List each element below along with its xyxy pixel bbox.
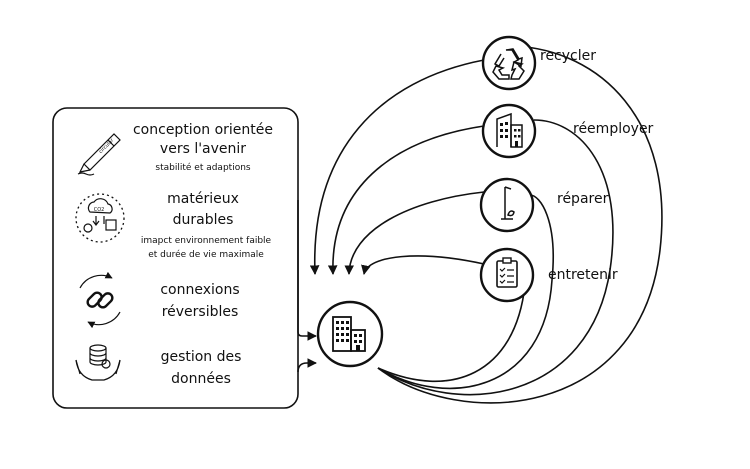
chain-link-icon xyxy=(79,271,121,329)
loop-entretenir-left xyxy=(361,255,485,275)
panel-item-connections-title-2: réversibles xyxy=(162,304,239,320)
panel-to-building-arrow-bottom xyxy=(297,358,317,373)
panel-item-materials-sub-2: et durée de vie maximale xyxy=(148,249,264,260)
loops xyxy=(309,45,663,404)
panel-item-data-title-2: données xyxy=(171,371,231,387)
lamp-icon xyxy=(501,186,515,220)
loop-label-reparer: réparer xyxy=(557,191,609,207)
panel-to-building-arrow-top xyxy=(297,200,317,341)
node-entretenir: entretenir xyxy=(479,247,618,303)
node-reparer: réparer xyxy=(479,177,609,233)
panel-item-connections: connexions réversibles xyxy=(79,271,240,329)
panel-item-design-title-2: vers l'avenir xyxy=(160,141,246,157)
loop-reemployer-left xyxy=(327,125,485,275)
principles-panel: circular conception orientée vers l'aven… xyxy=(52,107,317,409)
node-reemployer: réemployer xyxy=(481,103,654,159)
node-recycler: recycler xyxy=(481,35,596,91)
loop-label-reemployer: réemployer xyxy=(573,121,654,137)
panel-item-design-sub-1: stabilité et adaptions xyxy=(155,162,250,173)
panel-item-design-title-1: conception orientée xyxy=(133,122,273,138)
loop-label-recycler: recycler xyxy=(540,48,596,64)
panel-item-materials: CO2 matérieux durables imapct environnem… xyxy=(75,191,272,260)
recycle-icon xyxy=(492,48,525,80)
loop-recycler-left xyxy=(309,59,485,275)
pen-icon: circular xyxy=(77,133,121,176)
panel-item-connections-title-1: connexions xyxy=(160,282,239,298)
database-hands-icon xyxy=(75,344,121,381)
loop-reparer-left xyxy=(344,191,485,275)
panel-item-design: circular conception orientée vers l'aven… xyxy=(77,122,273,176)
panel-item-materials-title-1: matérieux xyxy=(167,191,239,207)
loop-label-entretenir: entretenir xyxy=(548,267,618,283)
panel-item-data-title-1: gestion des xyxy=(161,349,242,365)
loop-reparer-right xyxy=(377,194,554,390)
building-icon xyxy=(496,112,523,148)
node-center-building xyxy=(316,300,384,368)
co2-icon: CO2 xyxy=(75,193,125,243)
panel-item-materials-title-2: durables xyxy=(173,212,234,228)
panel-item-data: gestion des données xyxy=(75,344,242,387)
loop-recycler-right xyxy=(377,45,663,404)
clipboard-icon xyxy=(496,257,518,288)
loop-reemployer-right xyxy=(377,119,614,396)
svg-text:CO2: CO2 xyxy=(94,207,105,213)
panel-item-materials-sub-1: imapct environnement faible xyxy=(141,236,272,246)
building-icon xyxy=(332,316,366,352)
